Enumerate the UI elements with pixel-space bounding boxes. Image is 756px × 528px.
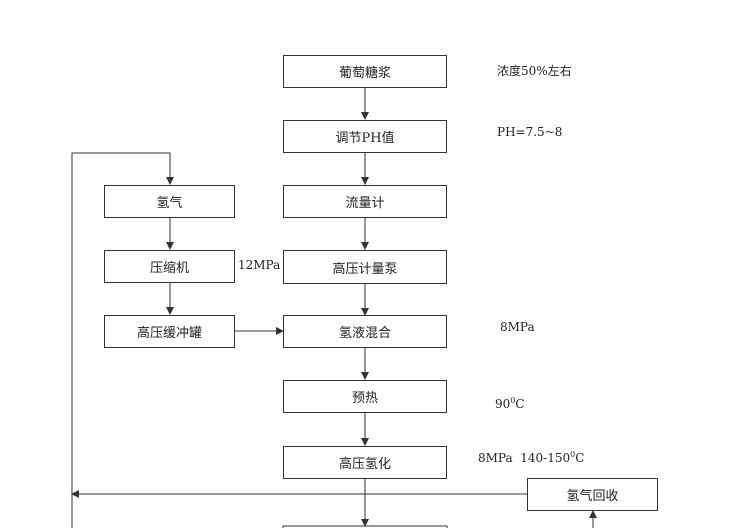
hydro-temp-degree: 0 bbox=[570, 450, 576, 459]
concentration-note: 浓度50%左右 bbox=[497, 64, 572, 78]
hydro-condition-text: 8MPa 140-150 bbox=[478, 451, 571, 465]
hydrogen-recovery-label: 氢气回收 bbox=[566, 489, 619, 504]
mixing-label: 氢液混合 bbox=[338, 326, 391, 341]
flowmeter-box: 流量计 bbox=[283, 185, 447, 218]
hydrogen-recovery-box: 氢气回收 bbox=[527, 478, 658, 511]
hydrogen-liquid-mixing-box: 氢液混合 bbox=[283, 315, 447, 348]
bottom-box-partial bbox=[282, 525, 448, 528]
buffer-tank-label: 高压缓冲罐 bbox=[136, 326, 202, 341]
hydrogenation-condition-note: 8MPa 140-1500C bbox=[478, 450, 584, 465]
preheat-temp-note: 900C bbox=[495, 396, 525, 411]
high-pressure-hydrogenation-box: 高压氢化 bbox=[283, 446, 447, 479]
preheat-box: 预热 bbox=[283, 380, 447, 413]
buffer-tank-box: 高压缓冲罐 bbox=[104, 315, 235, 348]
preheat-temp-value: 90 bbox=[495, 397, 511, 411]
metering-pump-label: 高压计量泵 bbox=[332, 261, 398, 277]
compressor-pressure-note: 12MPa bbox=[238, 258, 281, 272]
hydrogenation-label: 高压氢化 bbox=[338, 457, 391, 472]
ph-note: PH=7.5~8 bbox=[497, 125, 563, 139]
recycle-return-line bbox=[71, 152, 174, 528]
preheat-temp-degree: 0 bbox=[510, 396, 516, 405]
compressor-label: 压缩机 bbox=[149, 261, 189, 276]
adjust-ph-label: 调节PH值 bbox=[335, 131, 395, 146]
hydrogen-label: 氢气 bbox=[156, 196, 183, 211]
compressor-box: 压缩机 bbox=[104, 250, 235, 283]
glucose-syrup-label: 葡萄糖浆 bbox=[338, 66, 391, 81]
preheat-label: 预热 bbox=[351, 391, 378, 406]
preheat-temp-unit: C bbox=[515, 397, 525, 411]
adjust-ph-box: 调节PH值 bbox=[283, 120, 447, 153]
hydrogen-box: 氢气 bbox=[104, 185, 235, 218]
flowmeter-label: 流量计 bbox=[345, 196, 385, 211]
hydro-temp-unit: C bbox=[575, 451, 585, 465]
mix-pressure-note: 8MPa bbox=[500, 320, 535, 334]
metering-pump-box: 高压计量泵 bbox=[283, 250, 447, 284]
glucose-syrup-box: 葡萄糖浆 bbox=[283, 55, 447, 88]
